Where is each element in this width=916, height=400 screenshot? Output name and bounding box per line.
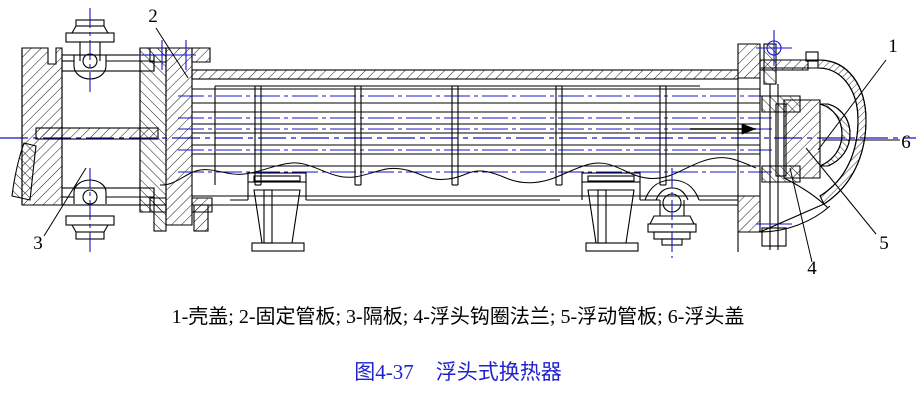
callout-1: 1 (888, 36, 898, 57)
caption-number: 图4-37 (354, 360, 414, 384)
left-channel-head (11, 47, 155, 206)
tube-bundle (192, 88, 760, 167)
callout-2: 2 (148, 6, 158, 27)
shell-right-flange (737, 43, 787, 252)
callout-leaders (43, 27, 900, 263)
baffle-plate (451, 85, 459, 186)
callout-4: 4 (807, 258, 817, 279)
shell-cover (759, 51, 867, 233)
figure-legend: 1-壳盖; 2-固定管板; 3-隔板; 4-浮头钩圈法兰; 5-浮动管板; 6-… (171, 306, 745, 328)
tubesheet-bolt-centerlines (138, 40, 196, 70)
baffle-plate (354, 85, 362, 186)
tube-centerlines (178, 95, 772, 173)
callout-5: 5 (879, 233, 889, 254)
channel-flange-joint (139, 47, 167, 213)
callout-6: 6 (901, 132, 911, 153)
saddle-support-right (581, 172, 660, 252)
figure-caption: 图4-37 浮头式换热器 (0, 356, 916, 386)
floating-tubesheet (783, 99, 821, 179)
caption-title: 浮头式换热器 (435, 360, 562, 384)
baffle-plate (555, 85, 563, 186)
callout-3: 3 (33, 233, 43, 254)
baffle-plates (214, 85, 700, 186)
baffle-plate (659, 85, 667, 186)
right-bottom-nozzle (644, 179, 738, 246)
break-line (159, 157, 757, 186)
fixed-tubesheet (149, 47, 213, 232)
callout-labels: 2 3 1 6 5 4 (33, 6, 911, 279)
floating-head-cover (759, 103, 851, 233)
saddle-support-left (230, 172, 560, 252)
